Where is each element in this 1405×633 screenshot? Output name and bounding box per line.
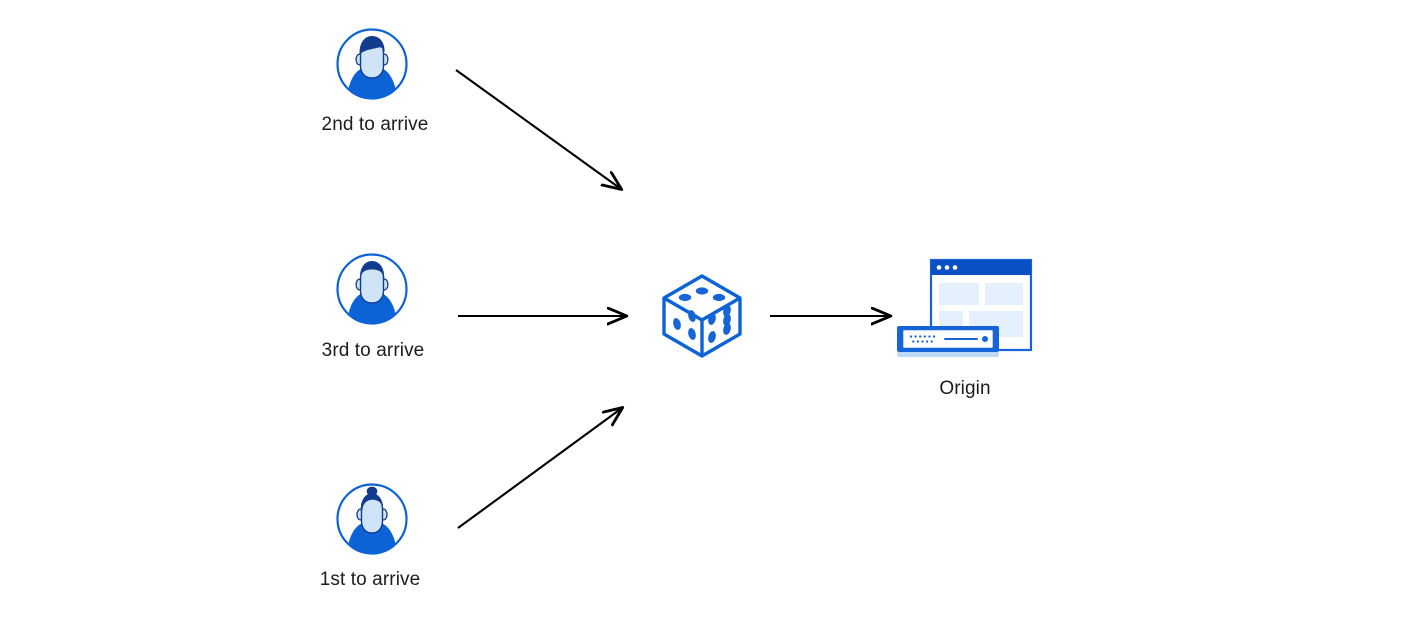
edge-1st-to-dice — [457, 408, 622, 529]
user-avatar-icon — [336, 28, 408, 100]
randomizer-node[interactable] — [655, 268, 749, 362]
client-label-2nd: 2nd to arrive — [321, 114, 429, 135]
origin-server-icon — [897, 258, 1033, 357]
dice-cube-icon — [662, 274, 742, 358]
origin-label: Origin — [939, 378, 991, 399]
server-rack-icon — [897, 326, 999, 357]
user-avatar-icon — [336, 253, 408, 325]
user-avatar-icon — [336, 483, 408, 555]
client-node-2nd[interactable] — [334, 26, 410, 102]
client-node-1st[interactable] — [334, 481, 410, 557]
client-label-1st: 1st to arrive — [319, 569, 421, 590]
origin-node[interactable] — [893, 256, 1043, 366]
client-node-3rd[interactable] — [334, 251, 410, 327]
client-label-3rd: 3rd to arrive — [321, 340, 425, 361]
